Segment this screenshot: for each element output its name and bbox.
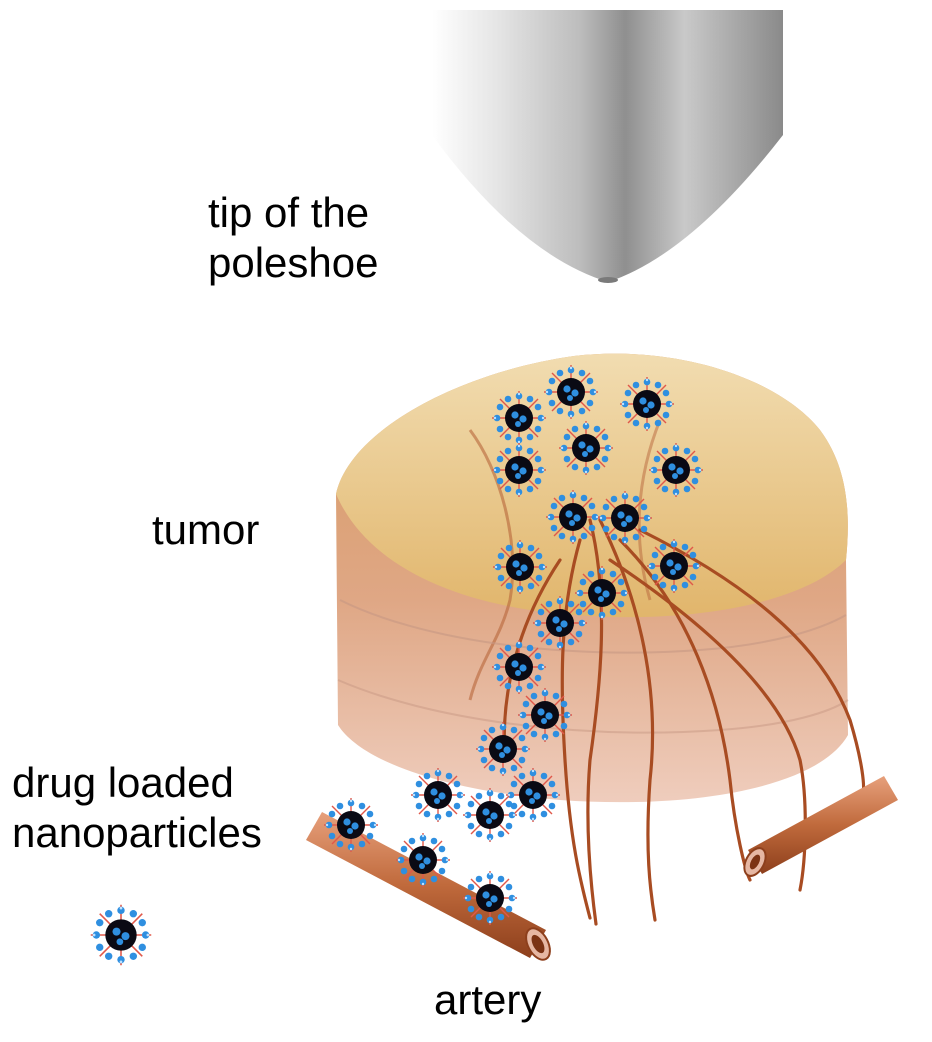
label-tumor: tumor [152,506,260,553]
artery-vessel-icon [306,812,551,961]
label-tip-of-the-poleshoe: tip of the poleshoe [208,188,378,288]
label-drug-line1: drug loaded [12,759,234,806]
poleshoe-tip-icon [432,10,783,283]
label-poleshoe-line1: tip of the [208,189,370,236]
label-drug-loaded-nanoparticles: drug loaded nanoparticles [12,758,262,858]
nanoparticle-icon [89,903,153,967]
label-poleshoe-line2: poleshoe [208,239,379,286]
label-artery: artery [434,976,542,1023]
tumor-tissue-icon [336,353,849,803]
artery-vessel-right [743,776,898,877]
label-drug-line2: nanoparticles [12,809,262,856]
